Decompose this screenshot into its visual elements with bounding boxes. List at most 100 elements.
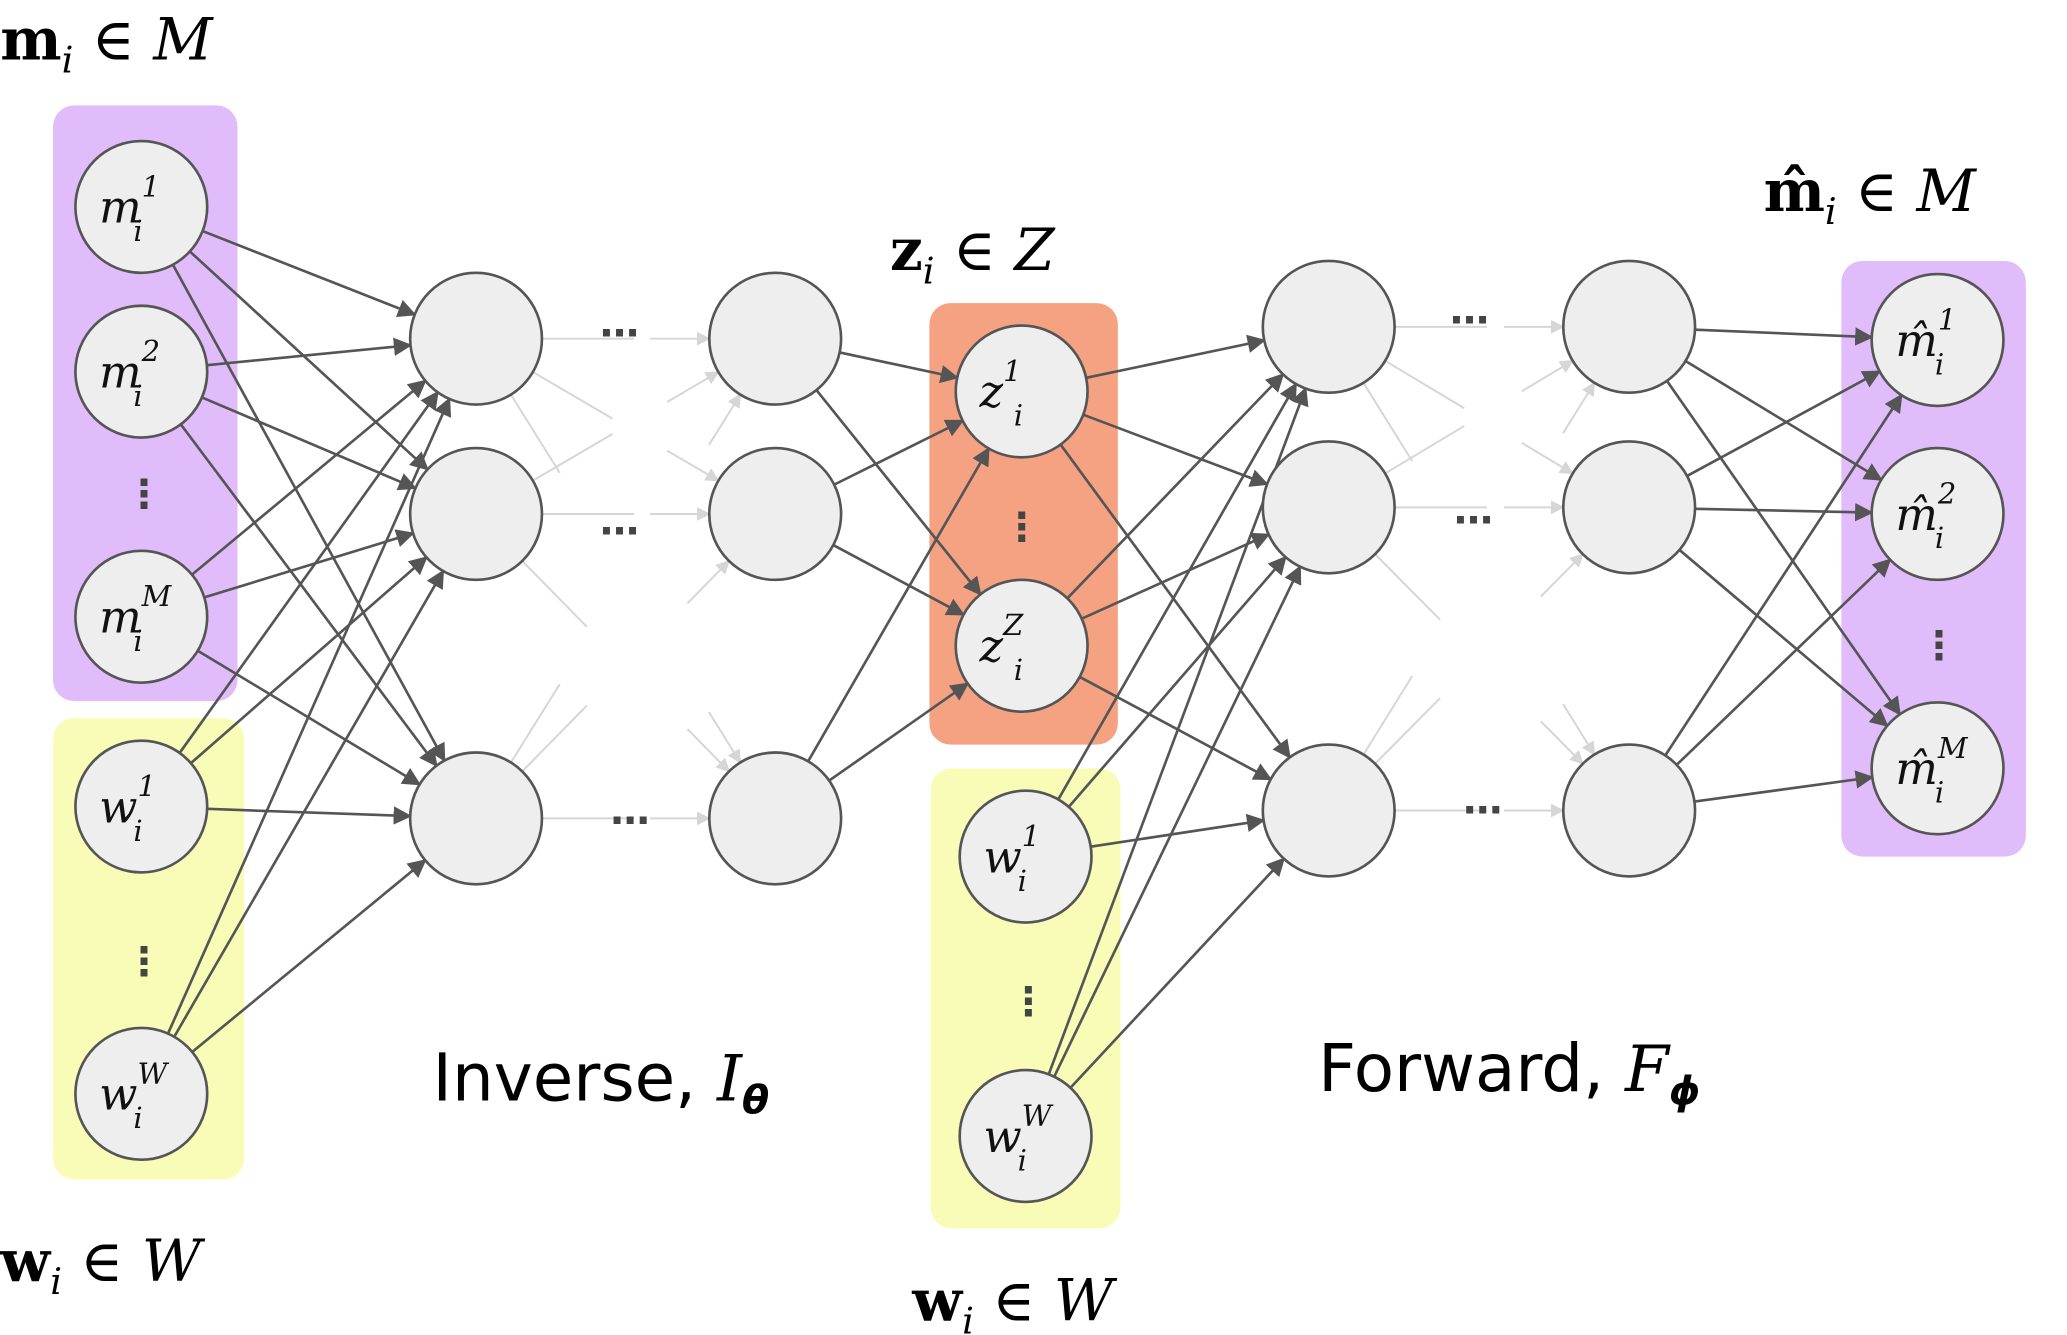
faded-edge [521, 560, 588, 628]
edge-arrow [190, 556, 428, 765]
node-label-subscript: i [1014, 653, 1023, 687]
node-label-base: m̂ [1895, 742, 1937, 795]
node-label-base: w [99, 780, 137, 833]
neuron-node-c2 [1261, 440, 1396, 575]
node-label-base: z [978, 620, 1003, 673]
edge-arrow [1069, 857, 1286, 1089]
node-label-base: m̂ [1895, 488, 1937, 541]
edge-arrow [173, 569, 445, 1038]
weather-set-label-left: wi ∈ W [0, 1227, 206, 1303]
neuron-circle [408, 446, 544, 582]
horizontal-ellipsis: ⋯ [600, 311, 640, 357]
horizontal-ellipsis: ⋯ [1454, 498, 1494, 544]
faded-edge [686, 728, 730, 773]
edge-arrow [1675, 558, 1892, 766]
faded-edge [1540, 553, 1584, 597]
faded-edge [666, 371, 720, 403]
neuron-node-b1 [707, 271, 843, 406]
faded-edge [532, 433, 613, 482]
horizontal-ellipsis: ⋯ [600, 508, 640, 554]
node-label-superscript: 2 [1937, 476, 1956, 510]
node-label-superscript: M [141, 579, 173, 613]
node-label-base: m [99, 591, 141, 644]
neuron-circle [1261, 440, 1396, 575]
node-label-subscript: i [1935, 347, 1944, 381]
edge-arrow [1067, 555, 1287, 808]
node-label-subscript: i [1935, 776, 1944, 810]
neuron-circle [958, 1068, 1093, 1204]
neuron-circle [74, 1026, 209, 1162]
edge-arrow [1695, 502, 1874, 522]
edge-arrow [1066, 372, 1285, 600]
neuron-circle [954, 324, 1089, 459]
faded-edge [521, 704, 588, 773]
neuron-node-a2 [408, 446, 544, 582]
node-label-subscript: i [133, 379, 142, 413]
edge-arrow [178, 390, 439, 754]
node-label-subscript: i [133, 1101, 142, 1135]
node-label-subscript: i [1018, 1143, 1027, 1177]
edge-arrow [833, 419, 965, 486]
neuron-circle [707, 271, 843, 406]
neuron-circle [1870, 701, 2005, 836]
faded-edge [708, 711, 742, 764]
neuron-circle [1870, 272, 2005, 408]
edge-arrow [806, 446, 990, 762]
neuron-circle [958, 789, 1093, 924]
node-label-superscript: 2 [141, 334, 160, 368]
neuron-circle [1561, 440, 1697, 575]
faded-edge [510, 394, 561, 474]
faded-edge [708, 393, 742, 446]
horizontal-ellipsis: ⋯ [1463, 788, 1503, 834]
edge-arrow [1090, 813, 1266, 849]
edge-arrow [815, 389, 982, 596]
node-label-base: m [99, 181, 141, 234]
faded-edge [1374, 697, 1441, 765]
edge-arrow [1684, 359, 1883, 481]
neuron-node-o2: m̂2 i [1870, 446, 2005, 582]
node-label-subscript: i [133, 624, 142, 658]
edge-arrow [1694, 327, 1874, 346]
neuron-circle [954, 578, 1089, 713]
edge-arrow [1079, 675, 1273, 781]
node-label-subscript: i [1014, 399, 1023, 433]
node-label-superscript: 1 [1022, 819, 1040, 853]
output-set-label: m̂i ∈ M [1764, 157, 1978, 233]
horizontal-ellipsis: ⋯ [610, 798, 650, 844]
faded-edge [1384, 425, 1465, 475]
neuron-circle [1261, 259, 1396, 395]
faded-edge [686, 559, 730, 604]
neuron-circle [74, 739, 209, 874]
neuron-node-d2 [1561, 440, 1697, 575]
node-label-base: w [983, 830, 1021, 883]
edge-arrow [207, 806, 413, 825]
node-label-base: z [978, 365, 1003, 418]
node-label: m̂2 i [1895, 476, 1956, 555]
faded-edge [1521, 359, 1574, 393]
input-set-label: mi ∈ M [0, 5, 214, 81]
edge-arrow [832, 543, 966, 616]
edge-arrow [1081, 532, 1271, 620]
faded-edge [1362, 382, 1413, 462]
edge-arrow [828, 682, 970, 782]
edge-arrow [1085, 334, 1267, 380]
faded-edge [666, 449, 720, 482]
node-label-subscript: i [1935, 521, 1944, 555]
edge-arrow [1686, 370, 1882, 478]
edge-arrow [188, 250, 429, 471]
node-label-superscript: 1 [137, 769, 155, 803]
faded-edge [1540, 720, 1584, 765]
